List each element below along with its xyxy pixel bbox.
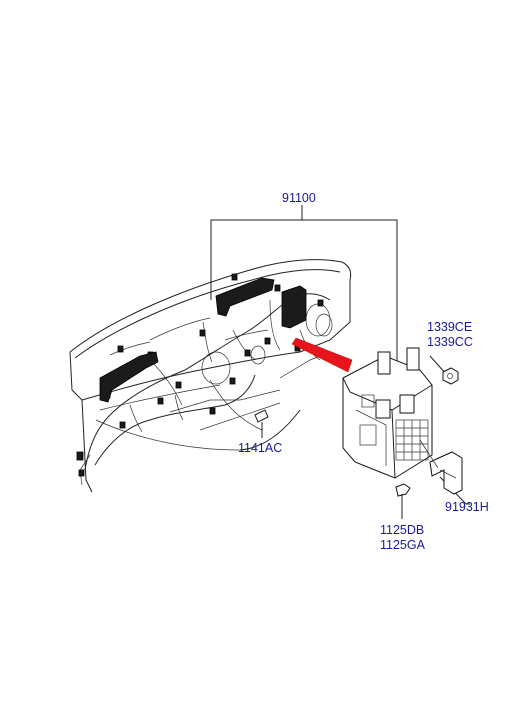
junction-box: [342, 347, 433, 479]
bolt-1141ac-graphic: [254, 409, 269, 430]
label-harness-91100[interactable]: 91100: [282, 191, 316, 205]
label-bracket-91931h[interactable]: 91931H: [445, 500, 489, 514]
label-nut-1339ce[interactable]: 1339CE: [427, 320, 473, 334]
label-bolt-1125ga[interactable]: 1125GA: [380, 538, 425, 552]
bolt-graphic: [395, 483, 411, 502]
label-nut-1339cc[interactable]: 1339CC: [427, 335, 473, 349]
bracket-graphic: [419, 439, 463, 495]
wiring-harness: [76, 273, 331, 486]
label-bolt-1125db[interactable]: 1125DB: [380, 523, 425, 537]
nut-graphic: [442, 367, 459, 385]
highlight-arrow: [291, 337, 353, 373]
label-bolt-1141ac[interactable]: 1141AC: [238, 441, 283, 455]
